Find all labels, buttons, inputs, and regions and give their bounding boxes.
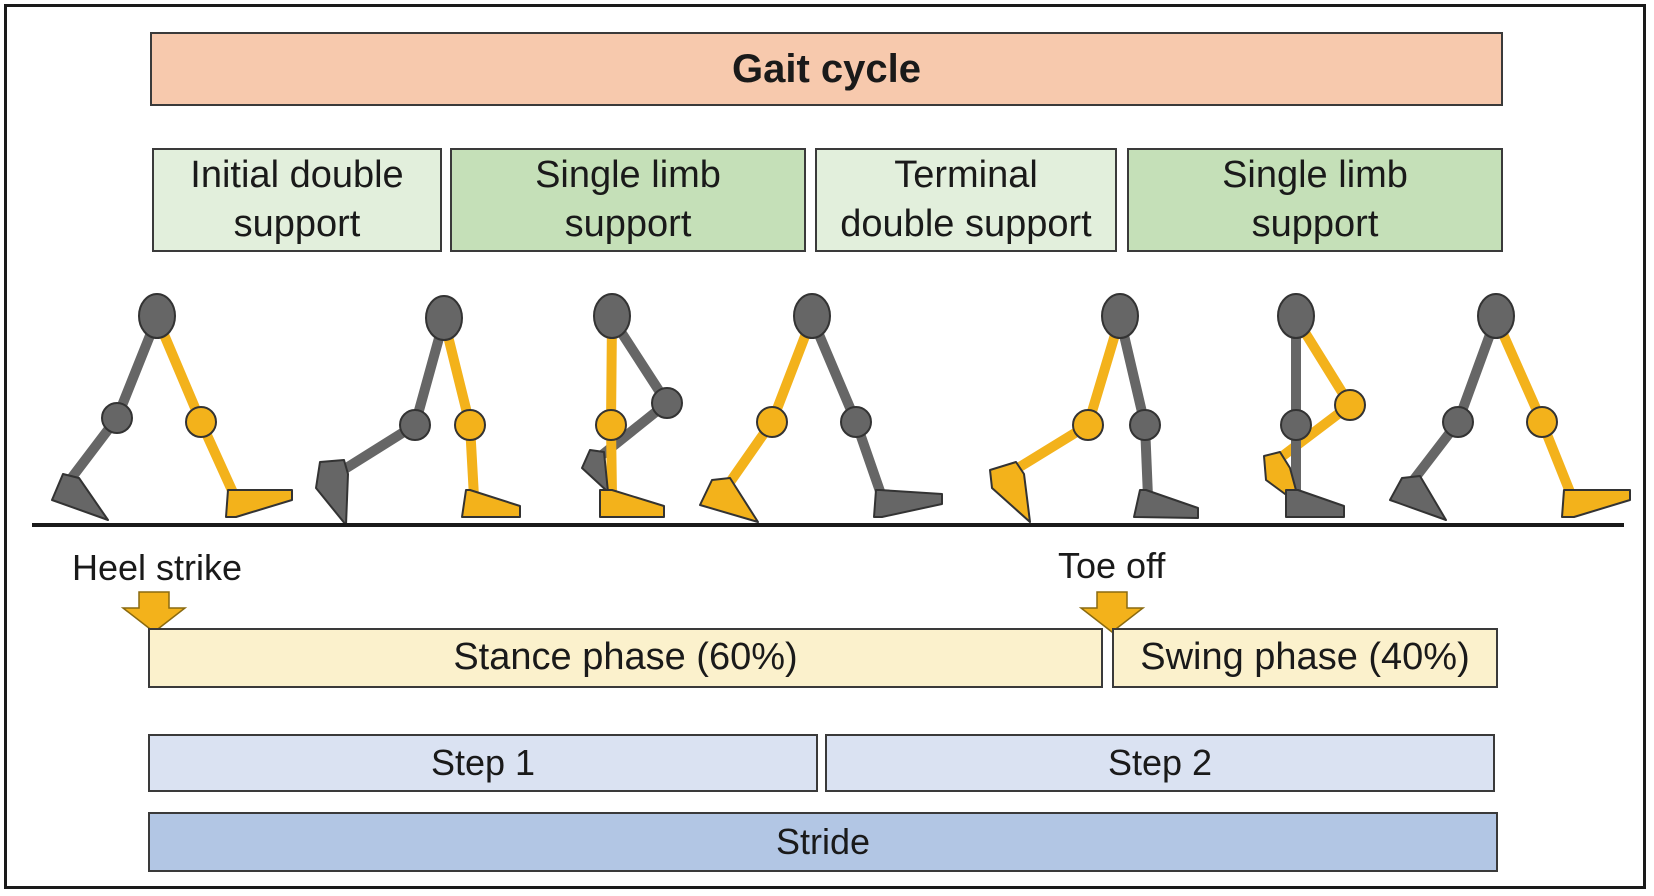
single-limb-support-box-1: Single limb support (450, 148, 806, 252)
heel-strike-arrow (120, 591, 188, 633)
sub-phase-line1: Single limb (535, 153, 721, 196)
gait-figure-1 (51, 293, 293, 521)
toe-off-arrow (1078, 591, 1146, 633)
initial-double-support-box: Initial double support (152, 148, 442, 252)
sub-phase-line2: support (564, 203, 692, 245)
stride-bar: Stride (148, 812, 1498, 872)
swing-phase-bar: Swing phase (40%) (1112, 628, 1498, 688)
sub-phase-line2: support (233, 203, 361, 245)
toe-off-label: Toe off (1058, 545, 1166, 586)
sub-phase-line2: double support (840, 203, 1092, 245)
sub-phase-line1: Initial double (190, 153, 404, 196)
gait-figure-6 (1263, 293, 1366, 518)
heel-strike-label: Heel strike (72, 547, 243, 588)
single-limb-support-box-2: Single limb support (1127, 148, 1503, 252)
sub-phase-line1: Terminal (894, 153, 1038, 196)
gait-figure-7 (1389, 293, 1631, 521)
sub-phase-line1: Single limb (1222, 153, 1408, 196)
gait-figure-3 (581, 293, 683, 518)
terminal-double-support-box: Terminal double support (815, 148, 1117, 252)
stance-phase-bar: Stance phase (60%) (148, 628, 1103, 688)
gait-figure-2 (315, 295, 521, 526)
sub-phase-line2: support (1251, 203, 1379, 245)
gait-figure-4 (699, 293, 943, 523)
step-2-bar: Step 2 (825, 734, 1495, 792)
gait-figure-5 (989, 293, 1199, 523)
gait-cycle-title: Gait cycle (150, 32, 1503, 106)
step-1-bar: Step 1 (148, 734, 818, 792)
